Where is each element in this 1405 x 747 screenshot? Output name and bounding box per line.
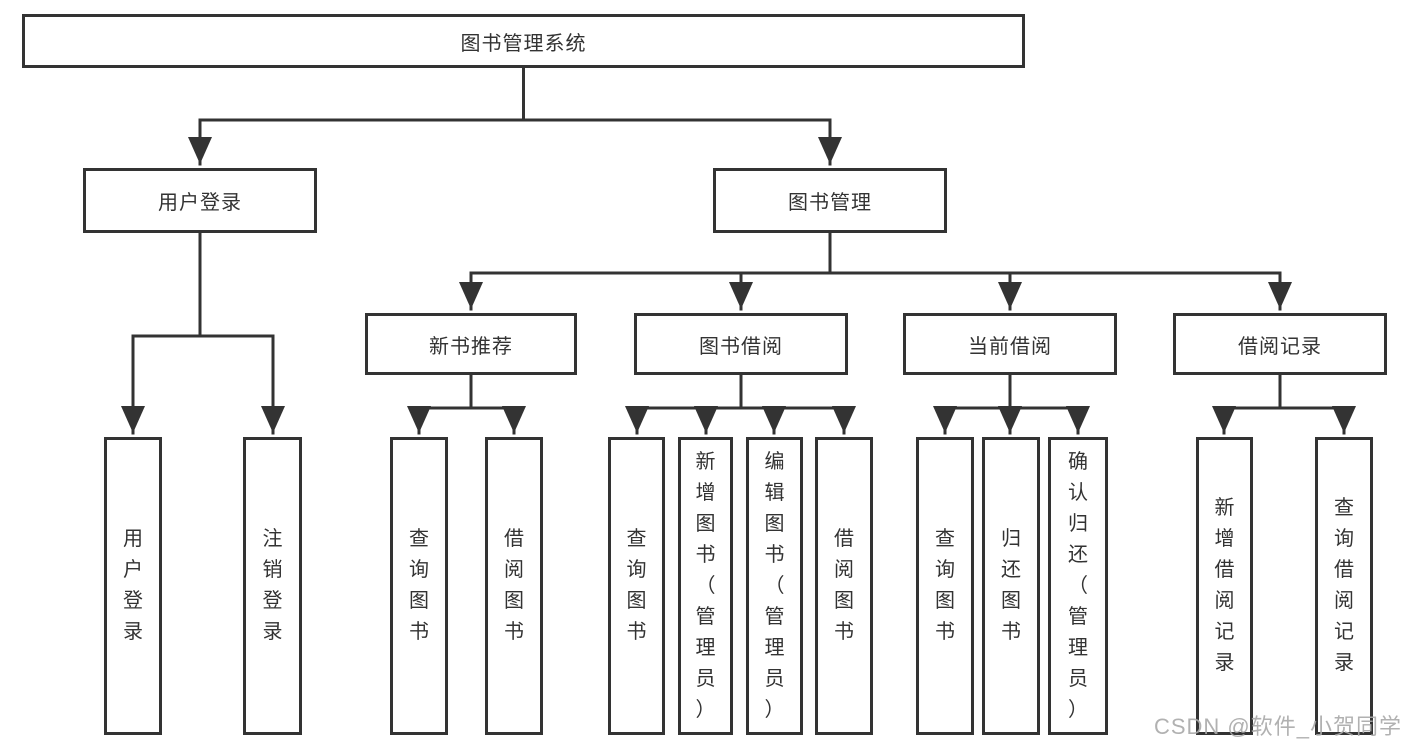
node-current-borrowing: 当前借阅 [903, 313, 1117, 375]
leaf-label: 用户登录 [123, 528, 143, 643]
leaf-query-books-borrowing: 查询图书 [608, 437, 665, 735]
leaf-label: 注销登录 [262, 528, 283, 643]
leaf-user-login: 用户登录 [104, 437, 162, 735]
edge-borrowing-to-leaves [625, 374, 856, 435]
leaf-label: 查询借阅记录 [1334, 497, 1354, 674]
leaf-borrow-books-recommendation: 借阅图书 [485, 437, 543, 735]
leaf-label: 新增借阅记录 [1214, 497, 1235, 674]
leaf-label: 借阅图书 [504, 528, 524, 643]
node-label: 图书管理 [788, 192, 872, 214]
leaf-label: 查询图书 [935, 528, 955, 643]
leaf-label: 新增图书（管理员） [695, 450, 716, 721]
node-label: 图书借阅 [699, 335, 783, 358]
node-book-management: 图书管理 [713, 168, 947, 233]
leaf-label: 查询图书 [409, 528, 429, 643]
leaf-query-borrow-record: 查询借阅记录 [1315, 437, 1373, 735]
edge-root-to-level2 [188, 67, 842, 166]
node-new-book-recommendation: 新书推荐 [365, 313, 577, 375]
node-borrowing-records: 借阅记录 [1173, 313, 1387, 375]
leaf-return-books: 归还图书 [982, 437, 1040, 735]
leaf-query-books-recommendation: 查询图书 [390, 437, 448, 735]
edge-current-to-leaves [933, 374, 1090, 435]
node-label: 借阅记录 [1238, 335, 1322, 358]
leaf-label: 确认归还（管理员） [1068, 450, 1088, 721]
edge-user-login-to-leaves [121, 232, 285, 435]
csdn-watermark: CSDN @软件_小贺同学 [1153, 714, 1402, 739]
leaf-edit-books-admin: 编辑图书（管理员） [746, 437, 803, 735]
node-book-borrowing: 图书借阅 [634, 313, 848, 375]
leaf-confirm-return-admin: 确认归还（管理员） [1048, 437, 1108, 735]
edge-book-mgmt-to-level3 [459, 232, 1292, 311]
node-label: 新书推荐 [429, 335, 513, 358]
node-label: 图书管理系统 [460, 32, 587, 55]
leaf-borrow-books-borrowing: 借阅图书 [815, 437, 873, 735]
node-label: 用户登录 [158, 192, 242, 214]
leaf-label: 借阅图书 [834, 528, 854, 643]
leaf-label: 查询图书 [626, 528, 647, 643]
edge-records-to-leaves [1212, 374, 1356, 435]
edge-recommendation-to-leaves [407, 374, 526, 435]
leaf-label: 编辑图书（管理员） [764, 450, 785, 721]
node-label: 当前借阅 [968, 335, 1052, 358]
leaf-logout: 注销登录 [243, 437, 302, 735]
leaf-add-borrow-record: 新增借阅记录 [1196, 437, 1253, 735]
leaf-label: 归还图书 [1001, 528, 1021, 643]
leaf-query-books-current: 查询图书 [916, 437, 974, 735]
node-library-management-system: 图书管理系统 [22, 14, 1025, 68]
leaf-add-books-admin: 新增图书（管理员） [678, 437, 733, 735]
node-user-login: 用户登录 [83, 168, 317, 233]
